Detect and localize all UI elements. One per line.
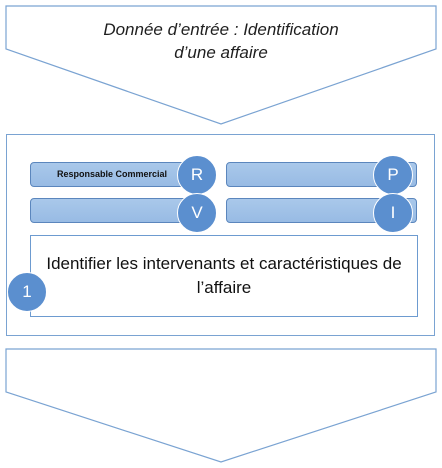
activity-text: Identifier les intervenants et caractéri…: [46, 254, 402, 297]
role-circle-v: V: [177, 193, 217, 233]
input-label-line2: d’une affaire: [174, 43, 268, 62]
input-chevron: [5, 5, 437, 125]
role-label-r: Responsable Commercial: [57, 169, 168, 179]
step-number-circle: 1: [7, 272, 47, 312]
input-label: Donnée d’entrée : Identification d’une a…: [40, 18, 402, 64]
activity-box: Identifier les intervenants et caractéri…: [30, 235, 418, 317]
input-label-line1: Donnée d’entrée : Identification: [103, 20, 339, 39]
role-circle-i: I: [373, 193, 413, 233]
role-circle-p: P: [373, 155, 413, 195]
